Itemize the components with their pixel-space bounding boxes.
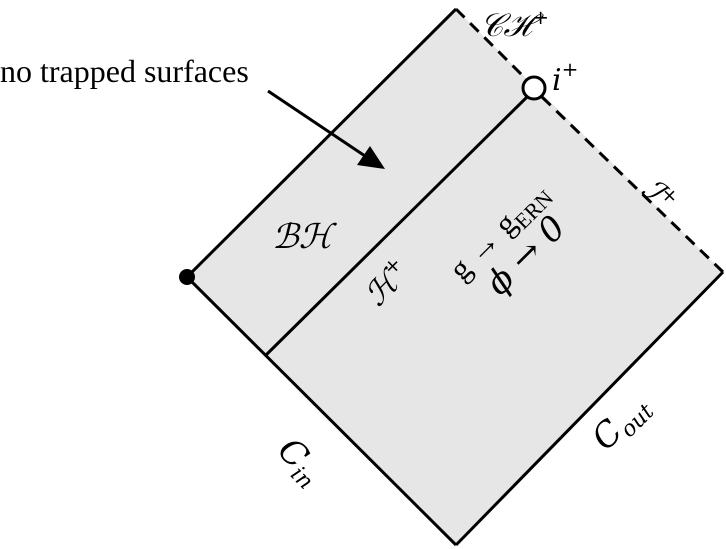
c-in-label: Cin [267,430,332,495]
spacetime-region [187,9,723,545]
annotation-text: no trapped surfaces [0,53,249,89]
c-out-boundary [454,270,725,547]
null-infinity-line [540,95,725,274]
event-horizon-line [263,95,529,358]
left-upper-boundary [185,7,458,279]
c-in-boundary [185,275,458,547]
cauchy-horizon-line [454,7,529,82]
cauchy-horizon-label: 𝒞ℋ+ [480,5,549,44]
annotation-arrow-head [357,146,385,169]
timelike-infinity-label: i+ [552,57,578,98]
annotation-arrow-shaft [267,89,369,160]
black-hole-label: ℬℋ [272,217,338,257]
timelike-infinity-circle [521,75,547,101]
left-vertex-dot [179,269,195,285]
